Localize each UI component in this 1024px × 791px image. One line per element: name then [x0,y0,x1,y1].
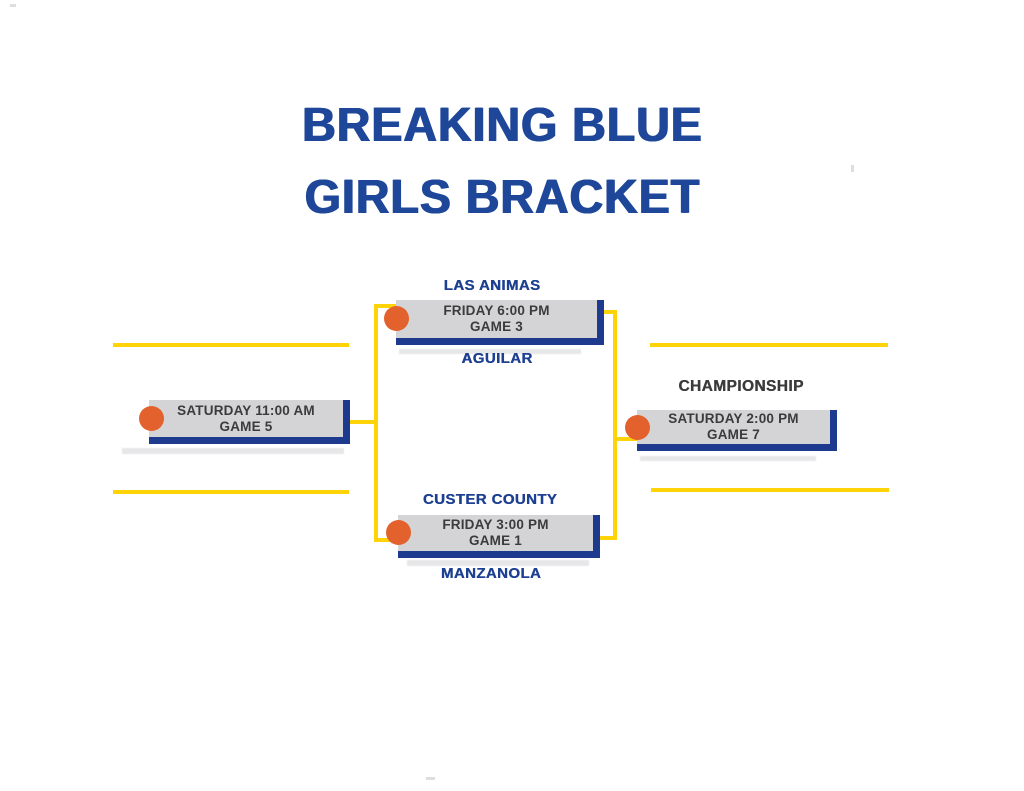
connector-stub-game5 [350,420,377,424]
feeder-line-right-bottom [651,488,889,492]
title-line-2: GIRLS BRACKET [304,171,701,224]
feeder-line-right-top [650,343,888,347]
connector-stub-game3-left [374,304,400,308]
seed-dot-icon [386,520,411,545]
scan-speck [10,4,16,7]
game-box-game7: SATURDAY 2:00 PM GAME 7 [625,410,837,451]
seed-dot-icon [384,306,409,331]
team-label-aguilar: AGUILAR [461,350,533,367]
game5-number: GAME 5 [219,418,273,434]
connector-right-vertical [613,310,617,539]
page-title: BREAKING BLUE GIRLS BRACKET [230,90,775,234]
team-label-manzanola: MANZANOLA [440,565,542,582]
scan-ghost [407,560,589,566]
title-line-1: BREAKING BLUE [302,99,703,152]
game-box-game5: SATURDAY 11:00 AM GAME 5 [139,400,350,444]
game-box-game1: FRIDAY 3:00 PM GAME 1 [386,515,600,558]
team-label-las-animas: LAS ANIMAS [443,277,541,294]
connector-stub-game7 [613,437,640,441]
game5-time: SATURDAY 11:00 AM [177,402,315,418]
feeder-line-left-top [113,343,349,347]
scan-speck [851,165,854,172]
game1-time: FRIDAY 3:00 PM [442,517,549,532]
team-label-custer-county: CUSTER COUNTY [422,491,558,508]
scan-ghost [122,448,344,454]
game7-number: GAME 7 [707,427,760,442]
scan-ghost [640,456,816,461]
seed-dot-icon [139,406,164,431]
seed-dot-icon [625,415,650,440]
round-label-championship: CHAMPIONSHIP [678,378,804,395]
scan-ghost [399,349,581,354]
game3-time: FRIDAY 6:00 PM [443,303,550,318]
connector-stub-game1-right [597,536,617,540]
game3-number: GAME 3 [470,319,523,334]
game-box-game3: FRIDAY 6:00 PM GAME 3 [384,300,604,345]
connector-stub-game3-right [603,310,617,314]
game1-number: GAME 1 [469,533,522,548]
feeder-line-left-bottom [113,490,349,494]
game7-time: SATURDAY 2:00 PM [668,411,799,426]
scan-speck [426,777,435,780]
